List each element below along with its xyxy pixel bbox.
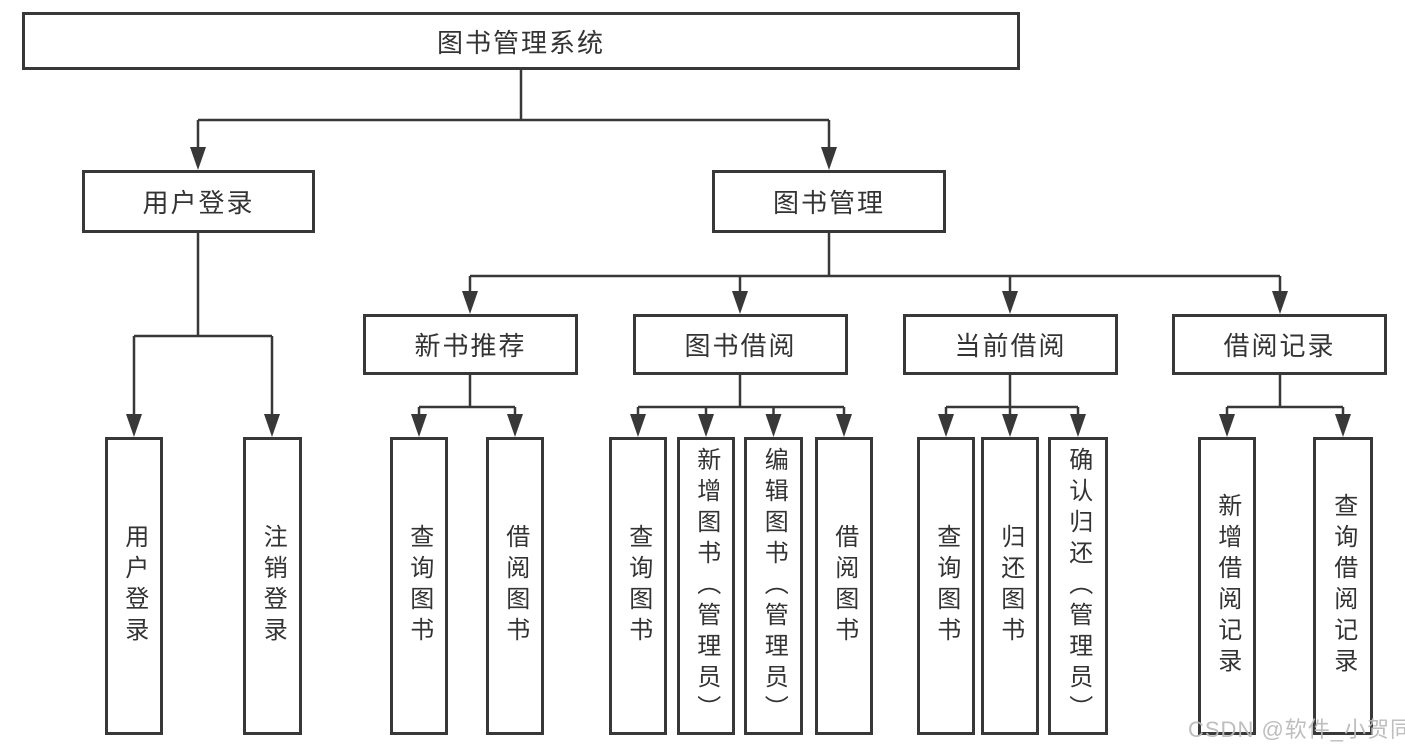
- leaf-query-borrow-record: 查询借阅记录: [1313, 437, 1373, 735]
- leaf-confirm-return-admin-label: 确认归还（管理员）: [1064, 446, 1092, 726]
- leaf-query-borrow-record-label: 查询借阅记录: [1329, 493, 1357, 679]
- node-borrow-records-label: 借阅记录: [1223, 331, 1336, 361]
- node-new-book-recommend: 新书推荐: [363, 314, 578, 375]
- leaf-borrow-books-label: 借阅图书: [830, 524, 858, 648]
- node-book-borrow-label: 图书借阅: [684, 331, 797, 361]
- leaf-borrow-books-recommend-label: 借阅图书: [501, 524, 529, 648]
- leaf-query-books-current: 查询图书: [917, 437, 975, 735]
- leaf-user-login-label: 用户登录: [120, 524, 148, 648]
- leaf-confirm-return-admin: 确认归还（管理员）: [1048, 437, 1108, 735]
- node-new-book-recommend-label: 新书推荐: [414, 331, 527, 361]
- leaf-query-books-current-label: 查询图书: [932, 524, 960, 648]
- node-user-login: 用户登录: [82, 170, 315, 233]
- leaf-add-borrow-record-label: 新增借阅记录: [1213, 493, 1241, 679]
- node-root-label: 图书管理系统: [436, 27, 605, 58]
- leaf-edit-books-admin-label: 编辑图书（管理员）: [760, 446, 788, 726]
- leaf-edit-books-admin: 编辑图书（管理员）: [744, 437, 803, 735]
- leaf-logout-label: 注销登录: [259, 524, 287, 648]
- leaf-query-books-recommend-label: 查询图书: [405, 524, 433, 648]
- leaf-user-login: 用户登录: [105, 437, 163, 735]
- node-book-borrow: 图书借阅: [633, 314, 848, 375]
- node-borrow-records: 借阅记录: [1172, 314, 1387, 375]
- node-current-borrow-label: 当前借阅: [954, 331, 1067, 361]
- node-book-management-label: 图书管理: [772, 188, 885, 218]
- csdn-watermark: CSDN @软件_小贺同学: [1188, 717, 1405, 742]
- node-book-management: 图书管理: [712, 170, 946, 233]
- leaf-add-borrow-record: 新增借阅记录: [1198, 437, 1256, 735]
- leaf-logout: 注销登录: [243, 437, 302, 735]
- leaf-borrow-books-recommend: 借阅图书: [486, 437, 544, 735]
- leaf-add-books-admin-label: 新增图书（管理员）: [692, 446, 720, 726]
- leaf-borrow-books: 借阅图书: [815, 437, 873, 735]
- leaf-query-books-recommend: 查询图书: [390, 437, 448, 735]
- node-root: 图书管理系统: [22, 12, 1020, 70]
- leaf-return-books-label: 归还图书: [996, 524, 1024, 648]
- leaf-return-books: 归还图书: [981, 437, 1039, 735]
- node-current-borrow: 当前借阅: [903, 314, 1118, 375]
- arrowheads: [126, 147, 1351, 437]
- leaf-add-books-admin: 新增图书（管理员）: [677, 437, 735, 735]
- node-user-login-label: 用户登录: [142, 188, 255, 218]
- leaf-query-books-borrow-label: 查询图书: [624, 524, 652, 648]
- leaf-query-books-borrow: 查询图书: [609, 437, 667, 735]
